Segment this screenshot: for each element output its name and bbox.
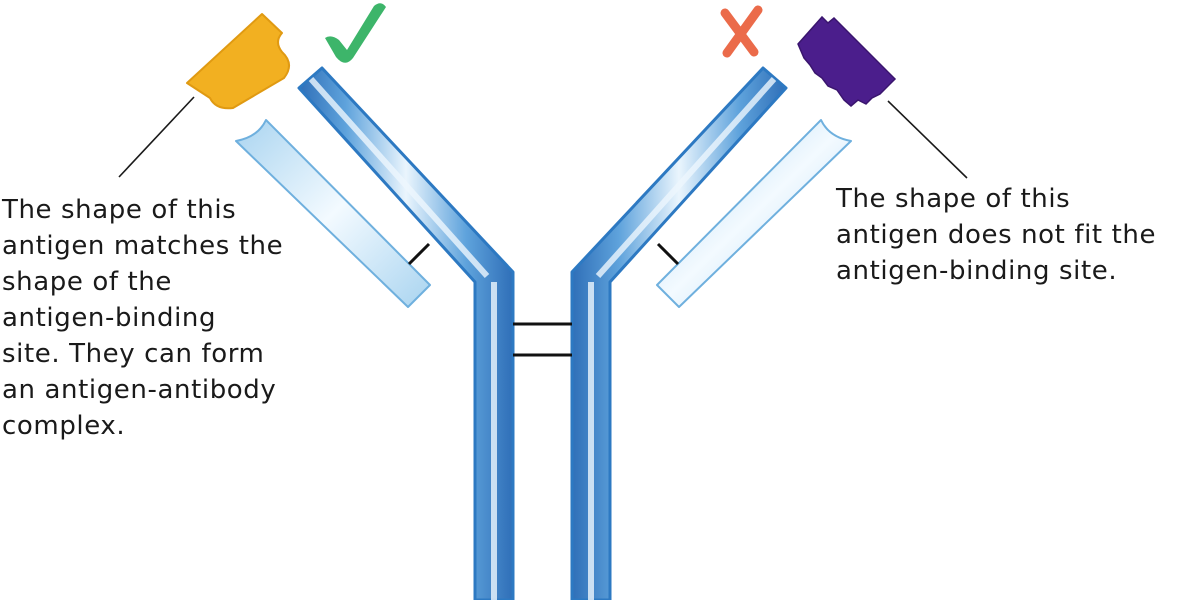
bond-heavy-light-right — [656, 242, 680, 266]
disulfide-bonds — [407, 242, 680, 357]
check-mark-icon — [325, 3, 386, 63]
leader-line-left — [118, 96, 195, 178]
caption-line: The shape of this — [836, 184, 1071, 214]
caption-line: shape of the — [2, 267, 172, 297]
bond-heavy-light-left — [407, 242, 431, 266]
caption-line: antigen-binding — [2, 303, 217, 333]
cross-mark-icon — [720, 5, 763, 58]
light-chain-left — [235, 119, 431, 308]
leader-lines — [118, 96, 968, 179]
matching-antigen — [186, 13, 290, 110]
caption-line: antigen matches the — [2, 231, 284, 261]
caption-line: an antigen-antibody — [2, 375, 277, 405]
caption-line: site. They can form — [2, 339, 265, 369]
caption-line: antigen does not fit the — [836, 220, 1157, 250]
caption-line: antigen-binding site. — [836, 256, 1118, 286]
caption-non-matching-antigen: The shape of this antigen does not fit t… — [836, 181, 1156, 289]
light-chain-right — [656, 119, 852, 308]
heavy-chain-left — [297, 66, 515, 602]
caption-matching-antigen: The shape of this antigen matches the sh… — [2, 192, 283, 444]
caption-line: complex. — [2, 411, 126, 441]
leader-line-right — [887, 100, 968, 179]
caption-line: The shape of this — [2, 195, 237, 225]
non-matching-antigen — [797, 15, 897, 107]
heavy-chain-right — [570, 66, 788, 602]
